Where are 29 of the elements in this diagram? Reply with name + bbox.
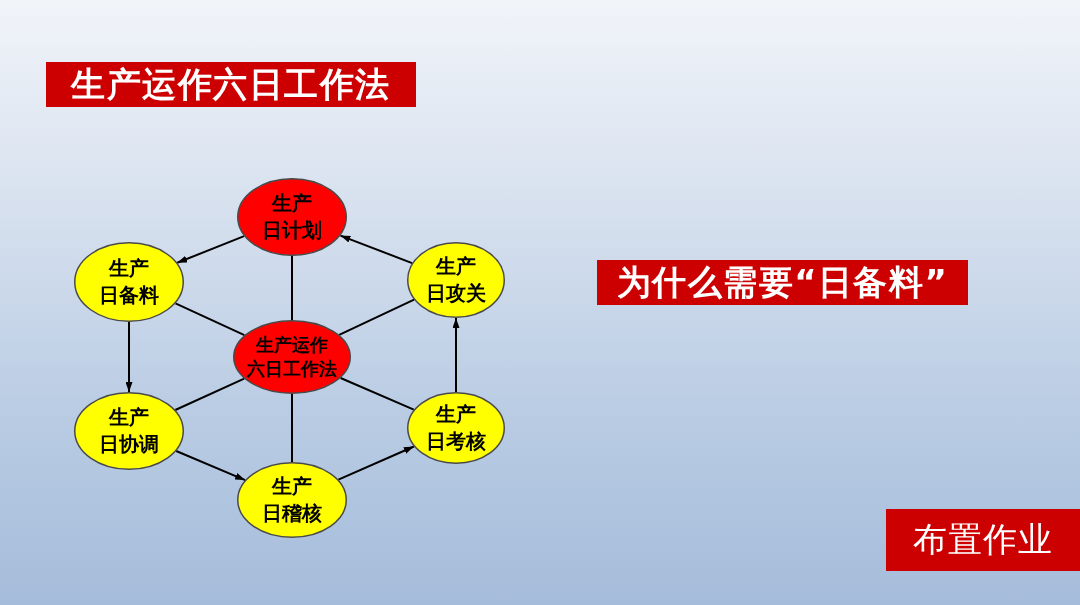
- step-label: 生产日考核: [426, 401, 486, 455]
- connector-line: [291, 255, 293, 321]
- step-label: 生产日稽核: [262, 473, 322, 527]
- question-banner: 为什么需要“日备料”: [597, 260, 968, 305]
- arrow: [125, 321, 133, 393]
- connector-line: [338, 298, 416, 336]
- arrow: [339, 234, 414, 265]
- connector-line: [339, 377, 415, 411]
- step-label: 生产日协调: [99, 404, 159, 458]
- hub-ellipse: [233, 320, 351, 394]
- connector-line: [291, 393, 293, 463]
- step-label: 生产日备料: [99, 255, 159, 309]
- step-label: 生产日计划: [262, 190, 322, 244]
- step-ellipse: [407, 242, 505, 318]
- arrow: [337, 445, 415, 481]
- arrow: [452, 317, 460, 393]
- connector-line: [174, 377, 246, 411]
- hub-label: 生产运作六日工作法: [247, 333, 337, 381]
- step-ellipse: [237, 462, 347, 538]
- step-ellipse: [74, 242, 184, 322]
- connector-line: [174, 302, 246, 337]
- arrow: [175, 450, 247, 482]
- arrow: [176, 235, 246, 264]
- step-ellipse: [74, 392, 184, 470]
- title-banner: 生产运作六日工作法: [46, 62, 416, 107]
- homework-button: 布置作业: [886, 509, 1080, 571]
- step-label: 生产日攻关: [426, 253, 486, 307]
- step-ellipse: [237, 178, 347, 256]
- step-ellipse: [407, 392, 505, 464]
